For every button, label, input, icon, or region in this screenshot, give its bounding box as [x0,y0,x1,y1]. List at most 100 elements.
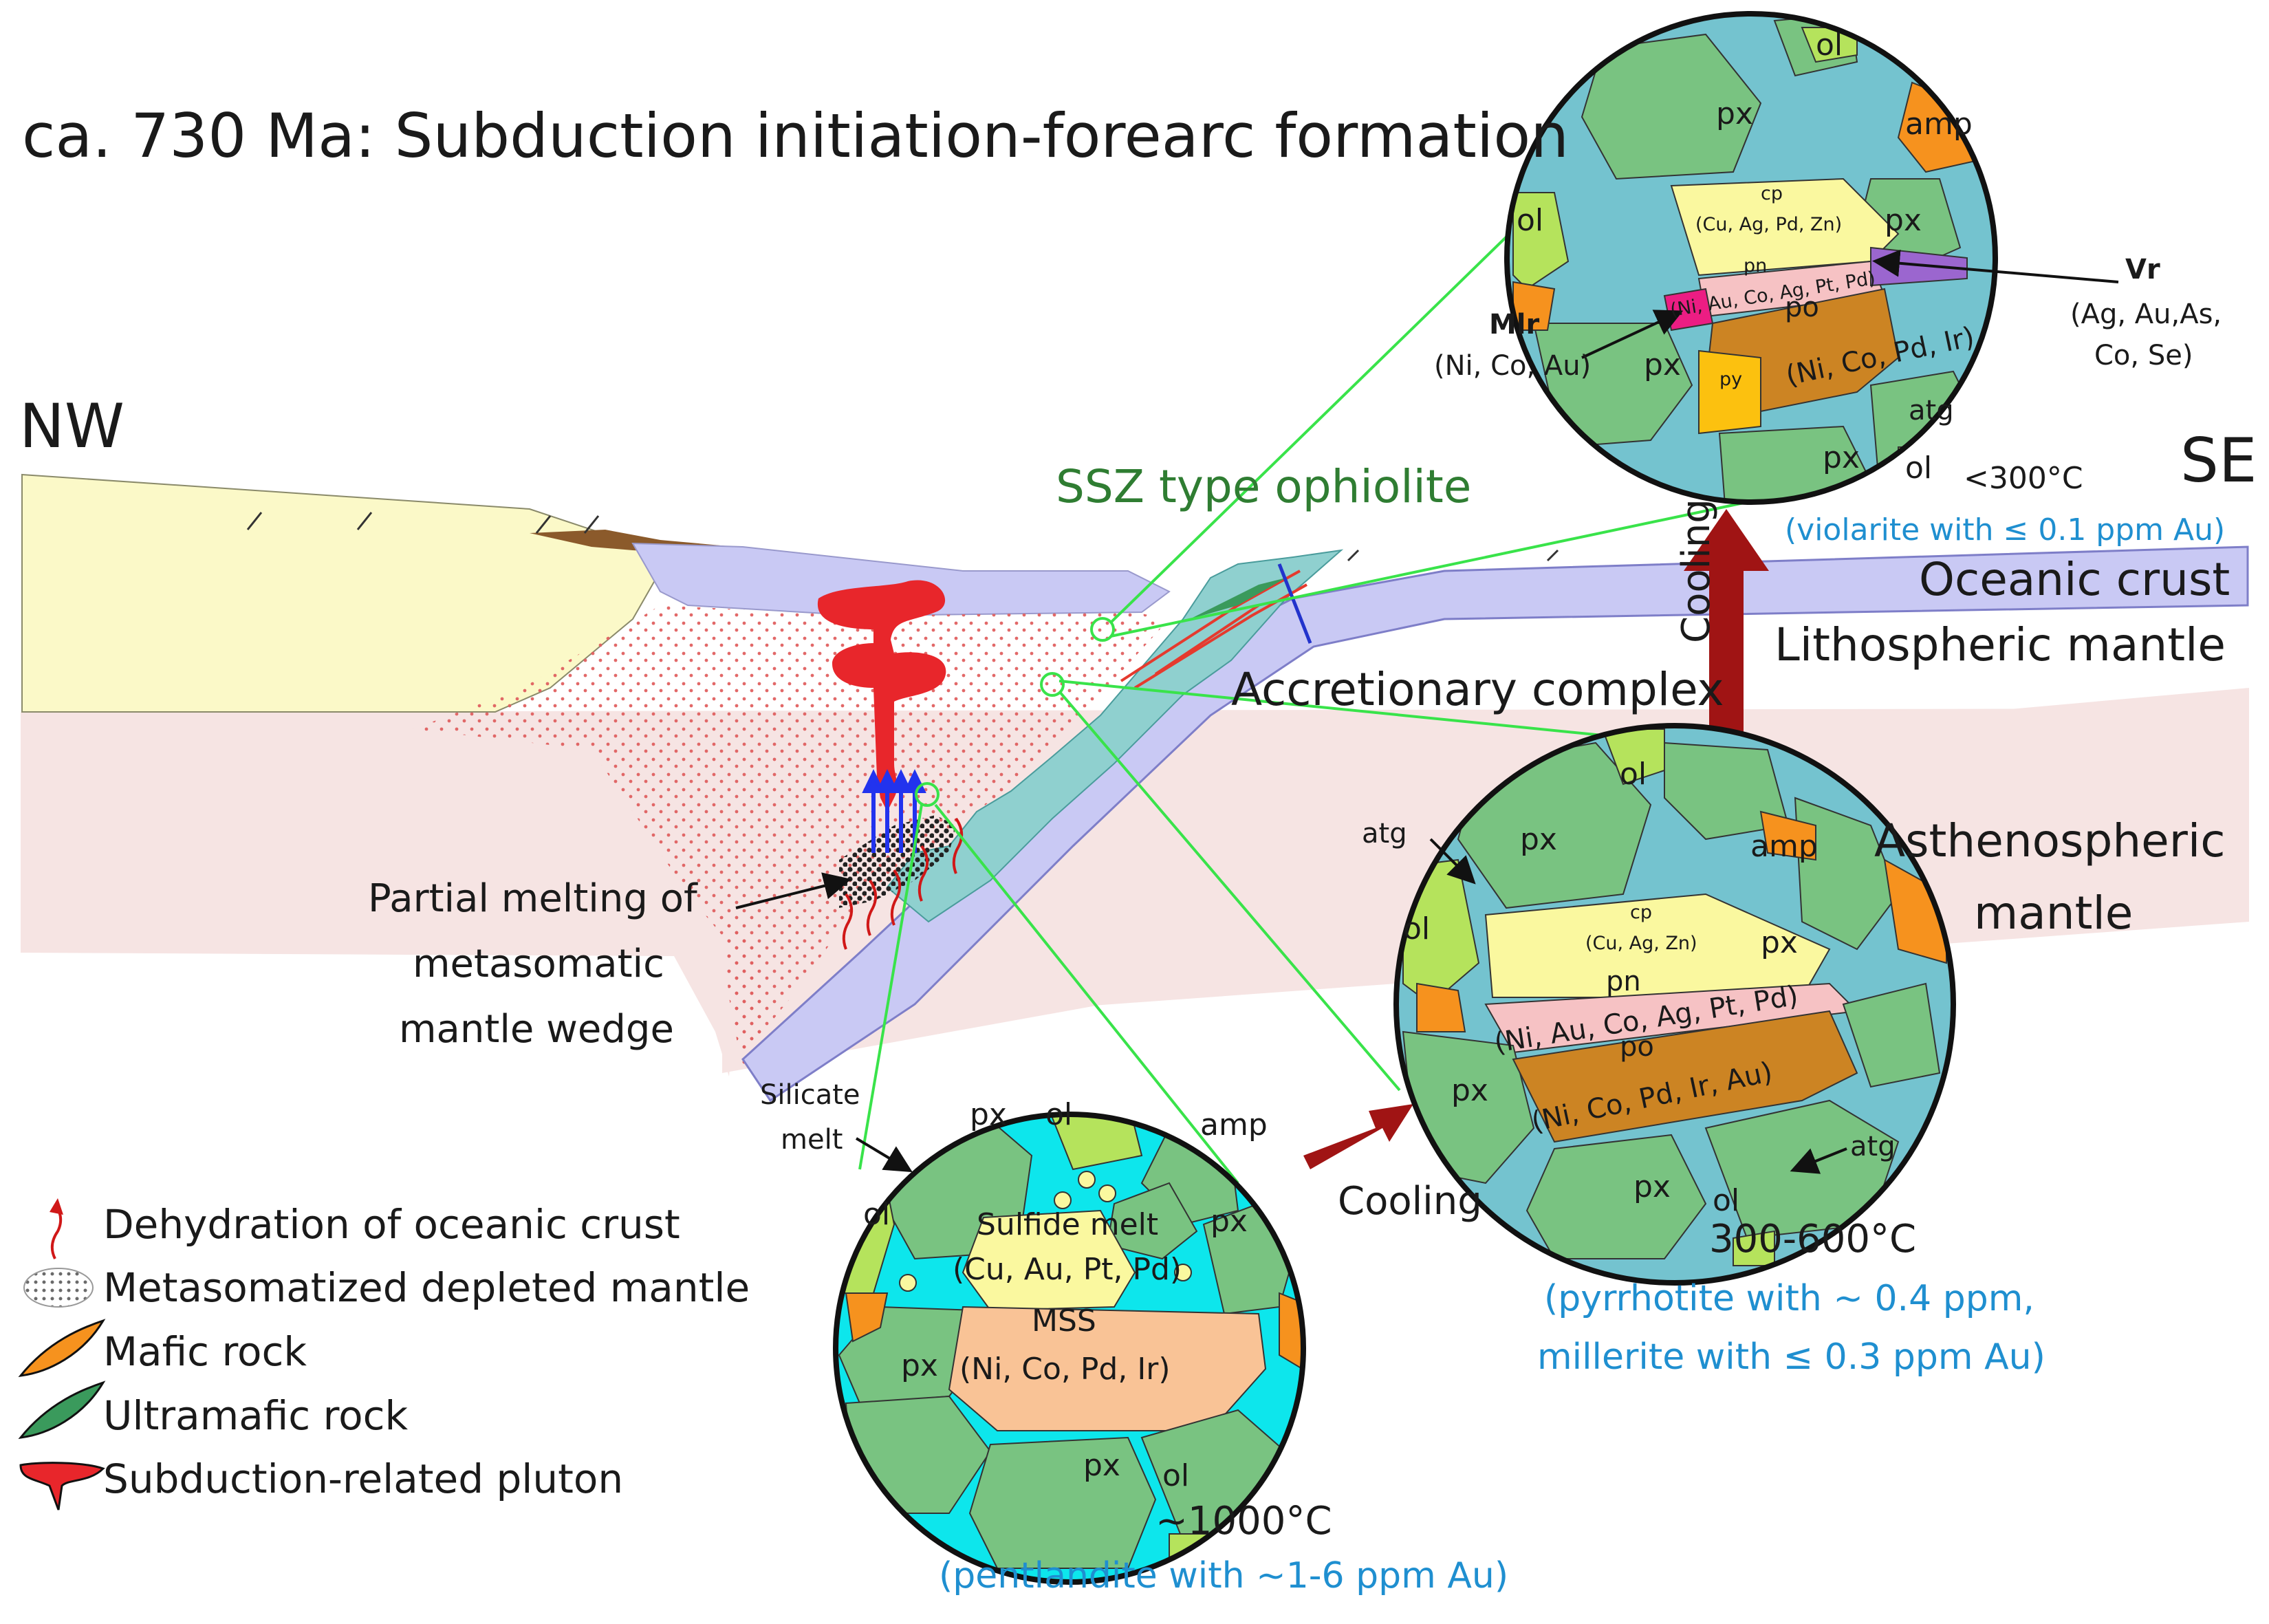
c3-vr: Vr [2125,254,2160,285]
asthenospheric-label-2: mantle [1974,887,2133,940]
c2-ol-2: ol [1403,911,1430,946]
dehydration-arrows [842,817,964,950]
cooling-label-2: Cooling [1674,499,1719,643]
partial-melting-label-2: metasomatic [413,942,664,986]
partial-melt-zone [839,815,956,908]
c2-ol: ol [1620,757,1647,792]
c3-note: (violarite with ≤ 0.1 ppm Au) [1785,512,2225,548]
accretionary-prism [886,549,1344,923]
microtexture-low-temp [1507,14,1995,502]
cooling-arrow-1 [1303,1104,1413,1169]
c1-sulfide-el: (Cu, Au, Pt, Pd) [953,1252,1182,1287]
sample-point-c2 [1040,672,1065,697]
green-lens-icon [18,1381,106,1439]
c1-ol: ol [1045,1097,1072,1132]
c2-ol-3: ol [1713,1183,1739,1218]
sample-point-c1 [915,782,940,807]
c3-px-4: px [1823,440,1860,475]
legend-ultramafic: Ultramafic rock [103,1392,409,1439]
c3-cp: cp [1761,183,1783,204]
c3-mlr: Mlr [1489,309,1540,340]
leader-lines [735,249,2119,1174]
c3-vr-el-1: (Ag, Au,As, [2070,299,2222,330]
legend-mafic: Mafic rock [103,1328,307,1375]
c2-note-2: millerite with ≤ 0.3 ppm Au) [1537,1336,2045,1378]
accretionary-complex-label: Accretionary complex [1231,663,1724,716]
microtexture-high-temp [836,1114,1303,1582]
sample-point-c3 [1090,617,1115,642]
red-pluton-icon [19,1462,105,1511]
c2-atg: atg [1362,818,1407,849]
metasomatic-wedge [413,605,1169,1073]
c1-ol-2: ol [863,1197,890,1232]
c3-po: po [1785,292,1819,323]
c1-temp: ~1000°C [1155,1499,1332,1544]
blue-fault [1277,563,1312,644]
c2-cp: cp [1630,902,1652,923]
microtexture-mid-temp [1396,726,1953,1283]
c2-px: px [1520,822,1557,857]
diagram-title: ca. 730 Ma: Subduction initiation-forear… [22,100,1569,171]
c3-cp-el: (Cu, Ag, Pd, Zn) [1695,214,1842,235]
c3-pn: pn [1744,255,1767,277]
asthenospheric-label-1: Asthenospheric [1874,814,2226,867]
c1-px-3: px [901,1348,938,1383]
c2-temp: 300-600°C [1709,1217,1916,1262]
orange-lens-icon [18,1319,106,1377]
circle-low-outline [1504,11,1998,505]
ssz-label: SSZ type ophiolite [1056,460,1471,513]
c2-px-2: px [1761,925,1798,960]
oceanic-crust-label: Oceanic crust [1919,553,2230,606]
c2-px-3: px [1451,1073,1488,1108]
c3-ol-3: ol [1905,451,1932,486]
c1-mss: MSS [1032,1303,1096,1339]
silicate-label-2: melt [781,1124,843,1156]
c2-atg-2: atg [1850,1131,1896,1162]
c1-px: px [970,1097,1007,1132]
c1-ol-3: ol [1162,1458,1189,1493]
legend-metasomatized: Metasomatized depleted mantle [103,1264,750,1311]
c3-py: py [1719,369,1742,390]
legend-pluton: Subduction-related pluton [103,1455,623,1502]
c3-px: px [1716,96,1753,131]
c3-ol: ol [1816,28,1843,63]
circle-high-outline [833,1112,1306,1585]
c3-amp: amp [1905,107,1973,142]
green-ultramafic-sliver [1190,578,1286,619]
c2-pn: pn [1606,966,1641,997]
c1-amp: amp [1200,1107,1268,1143]
c1-sulfide: Sulfide melt [977,1207,1158,1242]
nw-label: NW [19,391,124,462]
c1-note: (pentlandite with ~1-6 ppm Au) [939,1555,1508,1596]
c3-atg: atg [1909,395,1954,426]
c2-cp-el: (Cu, Ag, Zn) [1585,933,1697,954]
c3-mlr-el: (Ni, Co, Au) [1434,350,1591,382]
c1-px-2: px [1211,1204,1248,1239]
c2-note-1: (pyrrhotite with ~ 0.4 ppm, [1544,1278,2034,1319]
se-label: SE [2180,425,2257,496]
partial-melting-label-3: mantle wedge [399,1007,674,1052]
c1-px-4: px [1083,1448,1120,1483]
dotted-gray-patch-icon [23,1268,94,1308]
continental-crust [21,473,662,713]
wedge-tail [722,915,763,1073]
c3-px-3: px [1644,347,1681,382]
legend-dehydration: Dehydration of oceanic crust [103,1201,680,1248]
c3-vr-el-2: Co, Se) [2094,340,2193,371]
c2-amp: amp [1750,829,1818,864]
silicate-label-1: Silicate [760,1079,860,1111]
c3-ol-2: ol [1517,203,1543,238]
cooling-arrow-2 [1684,509,1769,743]
subduction-pluton [817,580,946,812]
melt-ascent-arrows [862,769,926,853]
c1-mss-el: (Ni, Co, Pd, Ir) [959,1352,1171,1387]
cooling-label-1: Cooling [1338,1179,1482,1224]
c2-px-4: px [1633,1169,1671,1204]
c3-temp: <300°C [1964,461,2083,496]
c3-px-2: px [1885,203,1922,238]
surface-ticks [246,512,1559,562]
forearc-crust [631,542,1171,617]
lithospheric-mantle-label: Lithospheric mantle [1774,618,2226,671]
